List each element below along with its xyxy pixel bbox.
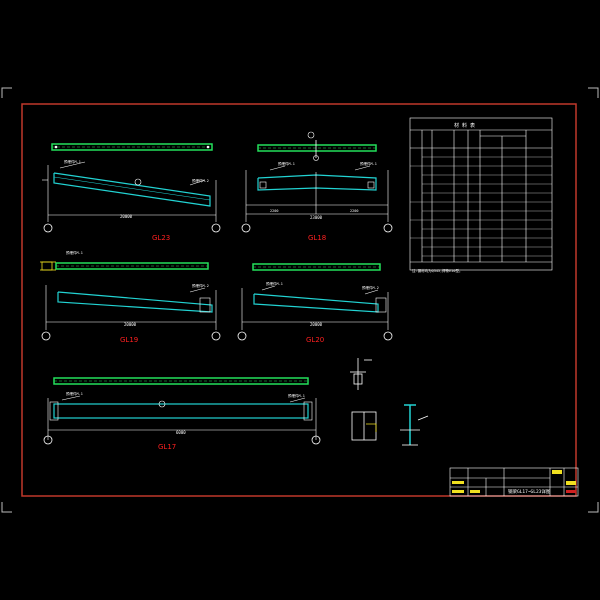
corner-crop-marks — [1, 87, 599, 513]
gl18-dim-right: 2200 — [350, 209, 358, 213]
beam-gl19-group: 预埋件M-1 预埋件M-2 20000 GL19 — [40, 250, 221, 344]
svg-text:预埋件M-2: 预埋件M-2 — [362, 285, 379, 290]
beam-gl18-group: 预埋件M-1 预埋件M-1 2200 2200 23000 GL18 — [241, 131, 393, 242]
svg-text:预埋件M-1: 预埋件M-1 — [288, 393, 305, 398]
svg-text:预埋件M-1: 预埋件M-1 — [66, 391, 83, 396]
title-block-drawing-name: 钢梁GL17~GL23详图 — [508, 488, 551, 495]
beam-gl20-group: 预埋件M-1 预埋件M-2 20000 GL20 — [237, 263, 393, 344]
svg-text:预埋件M-1: 预埋件M-1 — [64, 159, 81, 164]
gl18-elevation — [257, 174, 377, 191]
beam-gl17-group: 预埋件M-1 预埋件M-1 6000 GL17 — [43, 377, 321, 451]
svg-text:预埋件M-1: 预埋件M-1 — [360, 161, 377, 166]
gl19-label: GL19 — [120, 336, 138, 344]
gl23-label: GL23 — [152, 234, 170, 242]
title-block — [449, 467, 579, 497]
material-table — [409, 117, 553, 271]
gl23-elevation — [53, 172, 211, 207]
title-block-marks — [452, 470, 576, 493]
gl17-span-dim: 6000 — [176, 430, 186, 435]
svg-text:预埋件M-1: 预埋件M-1 — [66, 250, 83, 255]
material-table-title: 材 料 表 — [454, 122, 475, 129]
section-details — [350, 358, 429, 446]
svg-text:预埋件M-1: 预埋件M-1 — [278, 161, 295, 166]
sheet-frame — [21, 103, 577, 497]
svg-text:预埋件M-1: 预埋件M-1 — [266, 281, 283, 286]
gl20-span-dim: 20000 — [310, 322, 323, 327]
gl19-span-dim: 20000 — [124, 322, 137, 327]
gl20-elevation — [253, 293, 379, 313]
gl18-span-dim: 23000 — [310, 215, 323, 220]
gl18-dim-left: 2200 — [270, 209, 278, 213]
gl17-label: GL17 — [158, 443, 176, 451]
gl20-label: GL20 — [306, 336, 324, 344]
gl23-span-dim: 20000 — [120, 214, 133, 219]
svg-text:预埋件M-2: 预埋件M-2 — [192, 178, 209, 183]
material-table-note: 注:钢材均为Q345,焊条E50型。 — [412, 268, 462, 273]
gl19-elevation — [57, 291, 213, 313]
gl18-label: GL18 — [308, 234, 326, 242]
gl17-elevation — [53, 403, 309, 419]
material-table-rows — [410, 156, 552, 257]
beam-gl23-group: 预埋件M-1 预埋件M-2 20000 GL23 — [42, 143, 221, 242]
svg-text:预埋件M-2: 预埋件M-2 — [192, 283, 209, 288]
